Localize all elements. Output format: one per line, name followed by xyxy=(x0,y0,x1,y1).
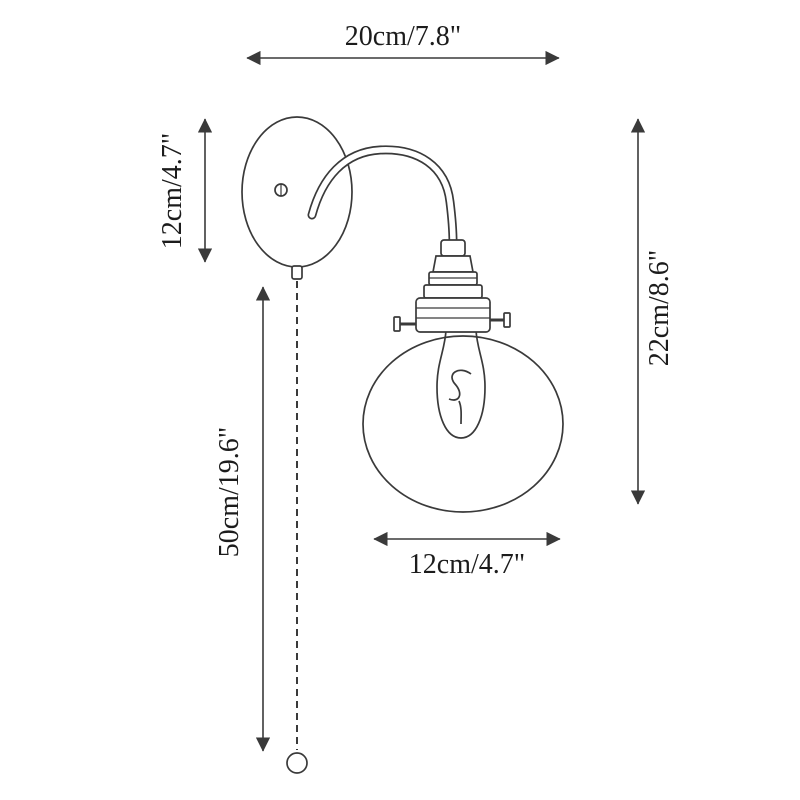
bulb xyxy=(436,329,486,439)
backplate-screw-icon xyxy=(274,183,288,197)
dim-overall-height: 22cm/8.6" xyxy=(630,118,675,505)
chain-connector xyxy=(291,265,303,280)
glass-shade xyxy=(362,335,564,513)
chain-pull-ball xyxy=(286,752,308,774)
lamp-socket xyxy=(393,239,511,333)
dim-backplate-height: 12cm/4.7" xyxy=(157,118,213,263)
dim-chain-length-label: 50cm/19.6" xyxy=(214,427,245,557)
dim-top-width-label: 20cm/7.8" xyxy=(345,21,461,52)
dim-overall-height-label: 22cm/8.6" xyxy=(644,250,675,366)
filament xyxy=(448,369,472,425)
pull-chain xyxy=(286,265,308,774)
gooseneck-arm xyxy=(307,145,458,248)
left-thumb-screw xyxy=(393,316,416,332)
dim-backplate-height-label: 12cm/4.7" xyxy=(157,133,188,249)
dim-shade-width-label: 12cm/4.7" xyxy=(409,549,525,580)
dim-top-width: 20cm/7.8" xyxy=(246,21,560,66)
dim-chain-length: 50cm/19.6" xyxy=(214,286,271,752)
right-thumb-screw xyxy=(490,312,511,328)
dim-shade-width: 12cm/4.7" xyxy=(373,531,561,580)
wall-backplate xyxy=(241,116,353,268)
